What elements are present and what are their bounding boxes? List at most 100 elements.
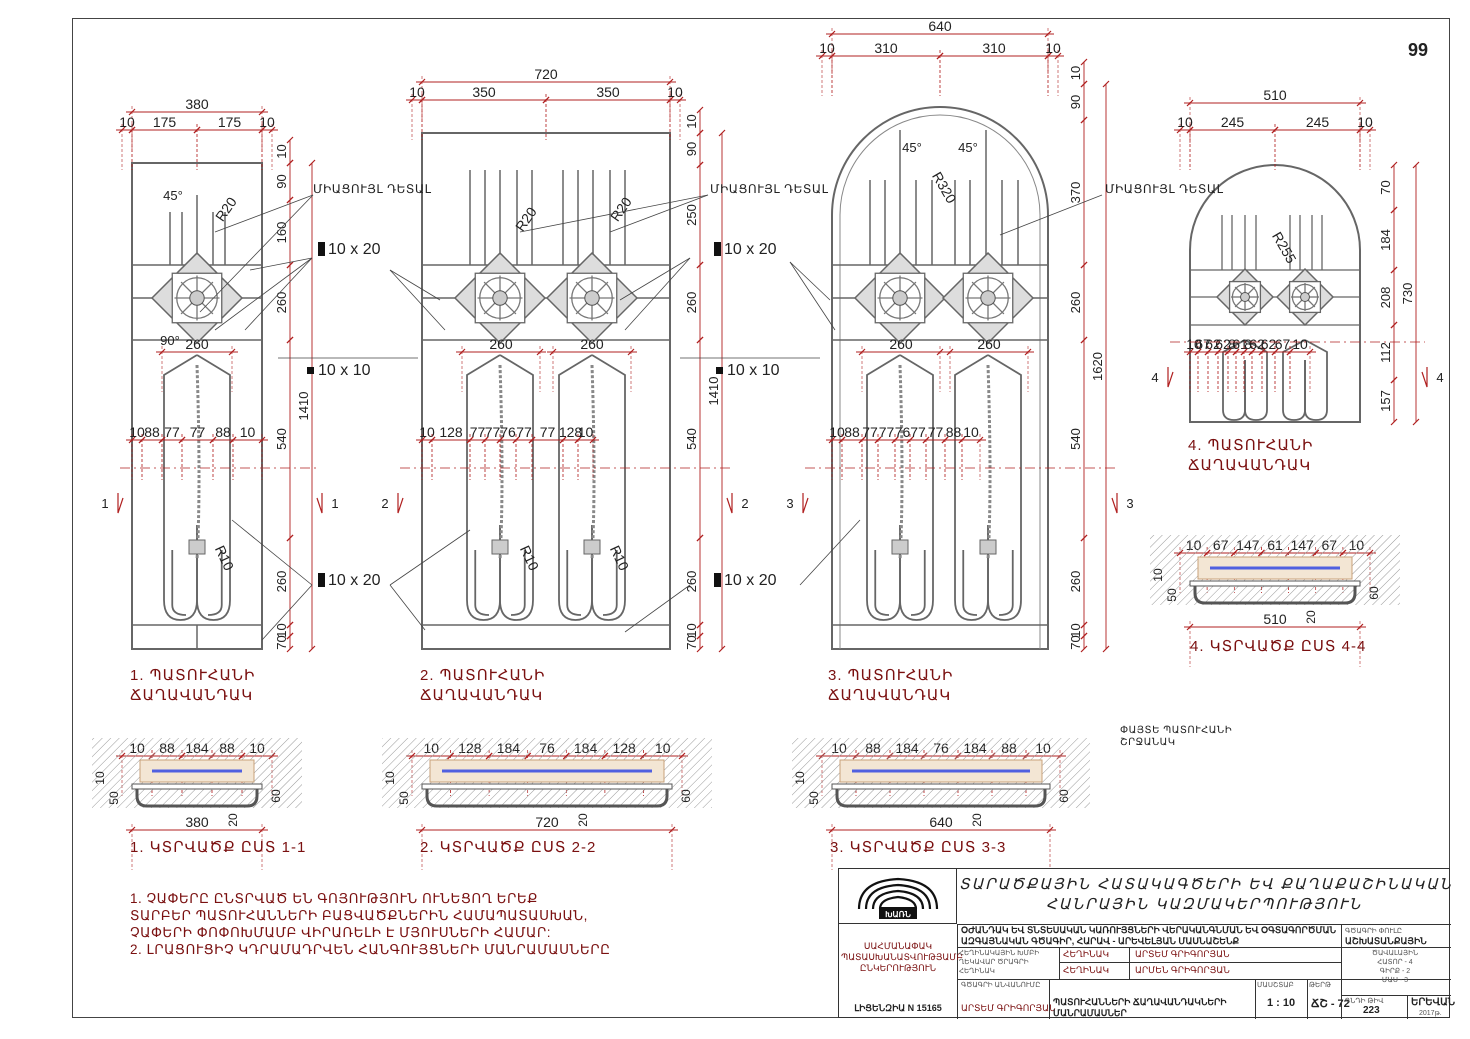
dimension-text: 77	[540, 424, 556, 440]
scale: 1 : 10	[1267, 997, 1296, 1009]
dimension-text: 10	[93, 771, 107, 785]
leader-line	[619, 257, 691, 301]
tick-mark	[1194, 348, 1202, 356]
dimension-text: 10	[1068, 66, 1083, 80]
tick-mark	[1412, 418, 1420, 426]
leader-line	[999, 194, 1103, 236]
tick-mark	[1080, 80, 1088, 88]
dimension-text: 260	[580, 336, 604, 352]
tick-mark	[1224, 348, 1232, 356]
dimension-text: 77	[470, 424, 486, 440]
section-symbol	[318, 573, 325, 587]
grille-2-width: 720	[534, 66, 558, 82]
dimension-text: 88	[144, 424, 160, 440]
tick-mark	[1176, 126, 1184, 134]
tick-mark	[1186, 99, 1194, 107]
tick-mark	[286, 136, 294, 144]
dimension-text: 10	[1177, 114, 1193, 130]
motif-ring	[879, 277, 921, 319]
tick-mark	[193, 126, 201, 134]
collar	[979, 539, 997, 555]
dimension-text: 157	[1378, 390, 1393, 412]
tick-mark	[696, 632, 704, 640]
motif-boss	[980, 290, 996, 306]
dimension-text: 62	[1205, 336, 1221, 352]
dimension-text: 260	[684, 571, 699, 593]
tick-mark	[1102, 645, 1110, 653]
section-symbol	[714, 573, 721, 587]
name-1: ԱՐՏԵՄ ԳՐԻԳՈՐՅԱՆ	[1135, 949, 1230, 959]
dimension-text: 540	[684, 428, 699, 450]
motif-boss	[189, 290, 205, 306]
section-symbol	[307, 367, 314, 374]
scroll-bar-right	[196, 354, 231, 621]
dimension-text: 128	[439, 424, 463, 440]
dimension-text: 260	[977, 336, 1001, 352]
tick-mark	[696, 534, 704, 542]
dimension-text: 184	[1378, 229, 1393, 251]
dimension-text: 62	[1249, 336, 1265, 352]
tick-mark	[936, 348, 944, 356]
tick-mark	[1044, 52, 1052, 60]
twisted-rod	[986, 364, 992, 561]
dimension-text: 90	[1068, 95, 1083, 109]
dimension-text: 60	[1057, 789, 1071, 803]
cut-arrow	[726, 493, 733, 514]
dimension-text: 175	[153, 114, 177, 130]
dimension-text: 10	[578, 424, 594, 440]
section-symbol	[318, 242, 325, 256]
dimension-text: 208	[1378, 287, 1393, 309]
grille-3-height: 1620	[1090, 352, 1105, 381]
tick-mark	[828, 52, 836, 60]
inner-loop	[962, 550, 978, 616]
inner-loop	[207, 550, 223, 616]
grille-3-width: 640	[928, 18, 952, 34]
leader-line	[789, 261, 831, 301]
scroll-bar-left	[163, 354, 198, 621]
section-3-bar	[835, 788, 1047, 808]
leader-line	[799, 519, 861, 586]
role-1: ՀԵՂԻՆԱԿ	[1063, 949, 1110, 959]
leader-line	[389, 269, 441, 301]
tick-mark	[466, 436, 474, 444]
tick-mark	[481, 436, 489, 444]
tick-mark	[286, 159, 294, 167]
tick-mark	[696, 129, 704, 137]
stage-detail: ԾԱՎԱԼԱՅԻՆ ՀԱՏՈՐ - 4 ԳԻՐՔ - 2 ՄԱՍ - 3	[1371, 950, 1419, 984]
dimension-text: 260	[489, 336, 513, 352]
dimension-text: 20	[970, 813, 984, 827]
scroll-bar-left	[1222, 339, 1246, 421]
tick-mark	[158, 348, 166, 356]
section-2-plate	[421, 783, 673, 790]
dimension-text: 10	[1151, 568, 1165, 582]
dimension-text: 260	[274, 571, 289, 593]
dimension-text: 77	[928, 424, 944, 440]
dimension-text: 350	[596, 84, 620, 100]
tick-mark	[828, 826, 836, 834]
tick-mark	[542, 96, 550, 104]
motif-boss	[492, 290, 508, 306]
dimension-text: 77	[879, 424, 895, 440]
tick-mark	[258, 826, 266, 834]
tick-mark	[666, 96, 674, 104]
tick-mark	[549, 348, 557, 356]
dimension-text: 160	[274, 222, 289, 244]
mid-detail-label-2: ՄԻԱՑՈՒՅԼ ԴԵՏԱԼ	[710, 182, 829, 196]
dimension-text: 8	[1228, 336, 1236, 352]
roles-left: ՀԵՂԻՆԱԿԱՅԻՆ ԽՄԲԻ ՂԵԿԱՎԱՐ ԾՐԱԳՐԻ ՀԵՂԻՆԱԿ	[959, 950, 1040, 975]
scroll-bar-right	[591, 354, 626, 621]
tick-mark	[1080, 534, 1088, 542]
tick-mark	[286, 534, 294, 542]
tick-mark	[536, 348, 544, 356]
leader-line	[231, 519, 313, 586]
section-2-bar	[425, 788, 669, 808]
tick-mark	[1186, 126, 1194, 134]
cut-label: 2	[381, 496, 388, 511]
section-4-bar	[1193, 585, 1357, 605]
tick-mark	[1080, 261, 1088, 269]
inner-loop	[602, 550, 618, 616]
dimension-text: 370	[1068, 182, 1083, 204]
grille-3-caption: 3. ՊԱՏՈՒՀԱՆԻ ՃԱՂԱՎԱՆԴԱԿ	[828, 667, 954, 704]
inner-loop	[874, 550, 890, 616]
